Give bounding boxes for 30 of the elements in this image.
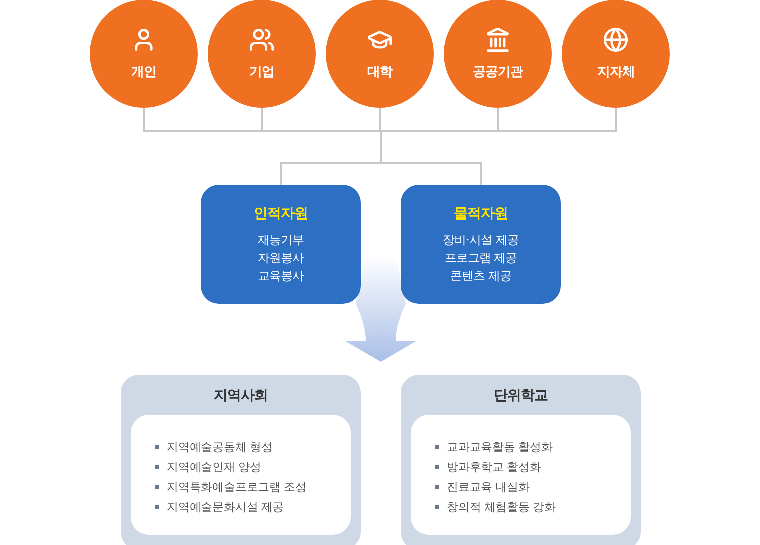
stakeholder-label: 지자체 bbox=[597, 64, 635, 81]
panel-title: 지역사회 bbox=[213, 387, 269, 405]
resource-item: 콘텐츠 제공 bbox=[450, 268, 512, 285]
resource-item: 자원봉사 bbox=[258, 250, 304, 267]
panel-title: 단위학교 bbox=[493, 387, 549, 405]
stakeholder-label: 공공기관 bbox=[473, 64, 523, 81]
resource-box bbox=[401, 185, 561, 304]
resource-title: 물적자원 bbox=[454, 205, 508, 223]
bullet-item: 지역예술공동체 형성 bbox=[155, 437, 351, 457]
resource-box bbox=[201, 185, 361, 304]
stakeholder-label: 개인 bbox=[132, 64, 156, 81]
stakeholder-label: 기업 bbox=[250, 64, 274, 81]
connector-line bbox=[380, 108, 617, 185]
bullet-item: 진료교육 내실화 bbox=[435, 477, 631, 497]
resource-item: 재능기부 bbox=[258, 232, 304, 249]
stakeholder-label: 대학 bbox=[368, 64, 392, 81]
target-panel bbox=[401, 375, 641, 545]
resource-item: 교육봉사 bbox=[258, 268, 304, 285]
bullet-item: 지역예술문화시설 제공 bbox=[155, 497, 351, 517]
bullet-item: 교과교육활동 활성화 bbox=[435, 437, 631, 457]
bullet-item: 지역예술인재 양성 bbox=[155, 457, 351, 477]
resource-item: 장비·시설 제공 bbox=[443, 232, 519, 249]
bullet-item: 창의적 체험활동 강화 bbox=[435, 497, 631, 517]
target-panel bbox=[121, 375, 361, 545]
bullet-item: 지역특화예술프로그램 조성 bbox=[155, 477, 351, 497]
list-card bbox=[131, 415, 351, 535]
bullet-item: 방과후학교 활성화 bbox=[435, 457, 631, 477]
resource-item: 프로그램 제공 bbox=[444, 250, 518, 267]
list-card bbox=[411, 415, 631, 535]
resource-title: 인적자원 bbox=[254, 205, 308, 223]
